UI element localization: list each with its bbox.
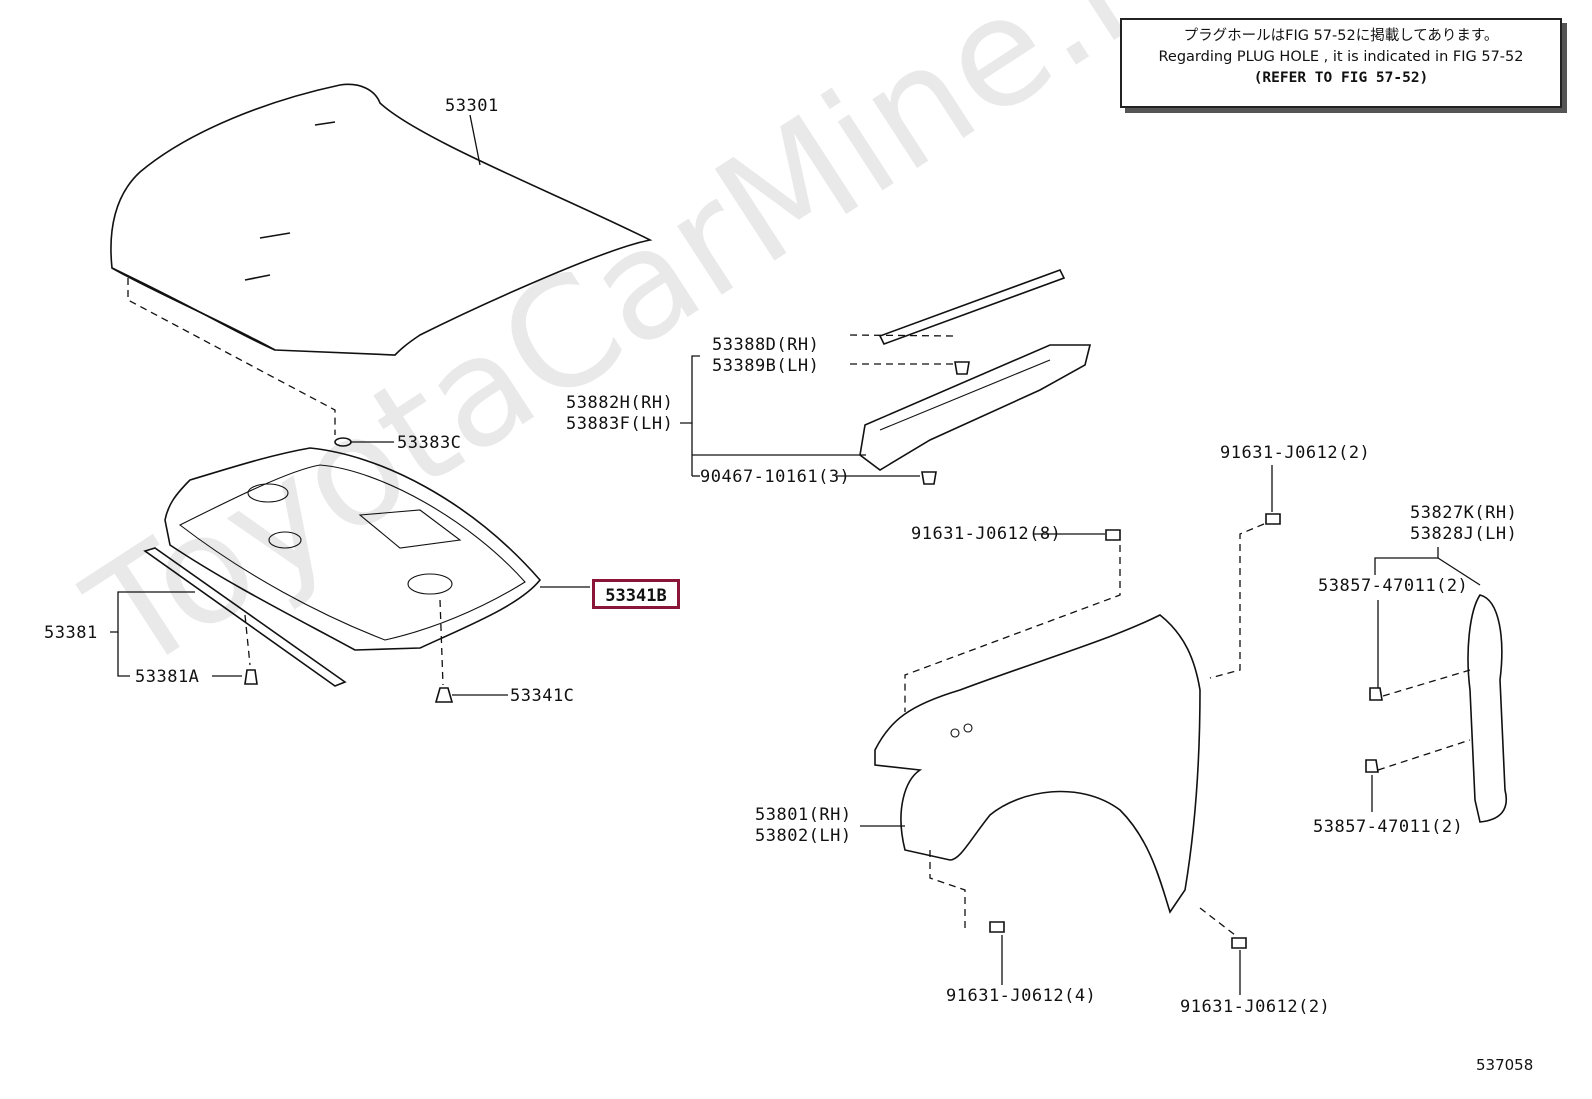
hood-outline [110,83,653,356]
label-53801[interactable]: 53801(RH) [755,805,852,825]
hood-seal [143,547,347,687]
plug-hole-note: プラグホールはFIG 57-52に掲載してあります。 Regarding PLU… [1120,18,1562,108]
label-53883F[interactable]: 53883F(LH) [566,414,674,434]
label-91631-2-top[interactable]: 91631-J0612(2) [1220,443,1371,463]
highlighted-part-label: 53341B [605,586,667,606]
label-53882H[interactable]: 53882H(RH) [566,393,674,413]
label-53389B[interactable]: 53389B(LH) [712,356,820,376]
note-line-en: Regarding PLUG HOLE , it is indicated in… [1158,49,1524,65]
label-91631-4[interactable]: 91631-J0612(4) [946,986,1097,1006]
label-53381[interactable]: 53381 [44,623,98,643]
label-91631-2-bottom[interactable]: 91631-J0612(2) [1180,997,1331,1017]
cowl-seal [878,269,1066,345]
hood-insulator [164,447,542,651]
document-id: 537058 [1476,1056,1534,1074]
label-53857-a[interactable]: 53857-47011(2) [1318,576,1469,596]
label-53341C[interactable]: 53341C [510,686,575,706]
label-53827K[interactable]: 53827K(RH) [1410,503,1518,523]
label-53383C[interactable]: 53383C [397,433,462,453]
note-line-refer: (REFER TO FIG 57-52) [1253,70,1429,86]
label-53301[interactable]: 53301 [445,96,499,116]
label-53381A[interactable]: 53381A [135,667,200,687]
label-53802[interactable]: 53802(LH) [755,826,852,846]
fender-liner [1467,594,1507,823]
highlighted-part-53341B[interactable]: 53341B [592,579,680,609]
fender-support [859,344,1092,471]
label-53388D[interactable]: 53388D(RH) [712,335,820,355]
note-line-jp: プラグホールはFIG 57-52に掲載してあります。 [1183,28,1499,44]
label-53828J[interactable]: 53828J(LH) [1410,524,1518,544]
label-90467[interactable]: 90467-10161(3) [700,467,851,487]
label-91631-8[interactable]: 91631-J0612(8) [911,524,1062,544]
front-fender [874,614,1201,914]
label-53857-b[interactable]: 53857-47011(2) [1313,817,1464,837]
